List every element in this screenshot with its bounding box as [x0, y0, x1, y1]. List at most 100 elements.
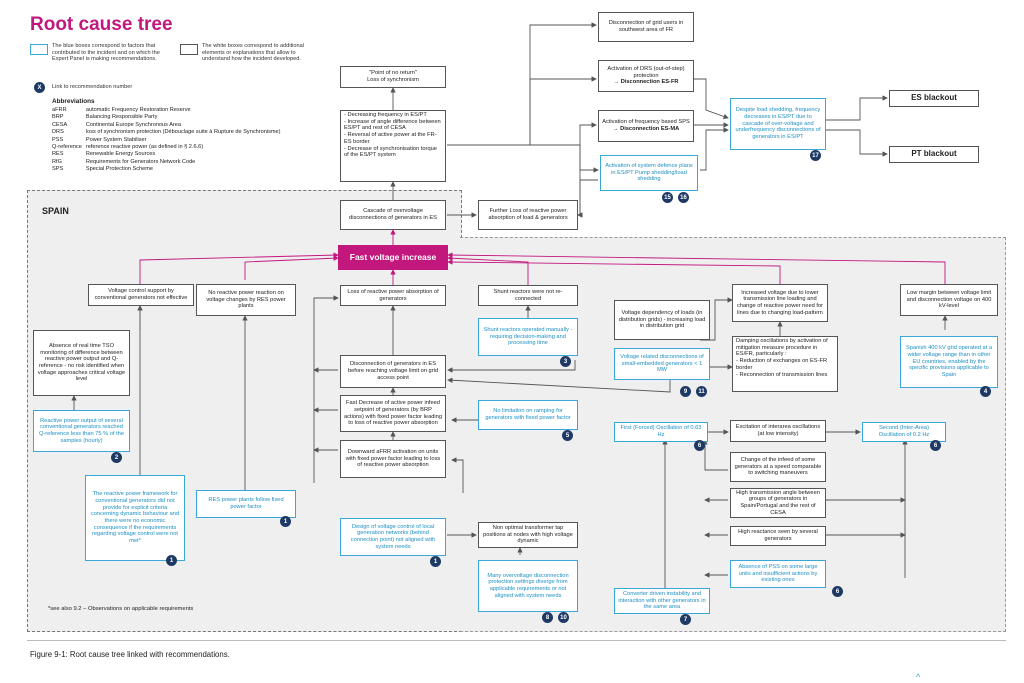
legend-white-text: The white boxes correspond to additional…: [202, 43, 304, 63]
abbreviation-row: PSS Power System Stabiliser: [52, 137, 285, 144]
node-despite-load-shedding: Despite load shedding, frequency decreas…: [730, 98, 826, 150]
abbreviation-value: Renewable Energy Sources: [85, 151, 156, 158]
figure-caption: Figure 9-1: Root cause tree linked with …: [30, 650, 230, 659]
badge-rec: 3: [560, 356, 571, 367]
abbreviation-key: RfG: [52, 158, 62, 165]
node-many-overvoltage: Many overvoltage disconnection protectio…: [478, 560, 578, 612]
node-low-margin: Low margin between voltage limit and dis…: [900, 284, 998, 316]
abbreviation-row: BRP Balancing Responsible Party: [52, 114, 285, 121]
abbreviation-value: Continental Europe Synchronous Area: [85, 121, 182, 128]
node-fast-voltage-increase: Fast voltage increase: [338, 245, 448, 270]
badge-rec: 6: [832, 586, 843, 597]
footnote: *see also 9.2 – Observations on applicab…: [48, 606, 194, 612]
node-absence-monitoring: Absence of real time TSO monitoring of d…: [33, 330, 130, 396]
node-defence-plans: Activation of system defence plans in ES…: [600, 155, 698, 191]
page-title: Root cause tree: [30, 14, 173, 35]
abbreviations-heading: Abbreviations: [52, 98, 95, 105]
cause-line: - Increase of angle difference between E…: [344, 118, 441, 132]
node-no-limitation-ramping: No limitation on ramping for generators …: [478, 400, 578, 430]
abbreviation-value: Balancing Responsible Party: [85, 114, 158, 121]
node-converter-instability: Converter driven instability and interac…: [614, 588, 710, 614]
abbreviation-row: RES Renewable Energy Sources: [52, 151, 285, 158]
node-point-of-no-return-title: "Point of no return": [369, 70, 417, 77]
abbreviation-key: Q-reference: [52, 144, 82, 151]
abbreviation-row: CESA Continental Europe Synchronous Area: [52, 122, 285, 129]
node-change-infeed: Change of the infeed of some generators …: [730, 452, 826, 482]
abbreviation-value: automatic Frequency Restoration Reserve: [85, 107, 191, 113]
node-loss-reactive-absorption: Loss of reactive power absorption of gen…: [340, 285, 446, 306]
node-downward-afrr: Downward aFRR activation on units with f…: [340, 440, 446, 478]
abbreviation-key: BRP: [52, 114, 64, 121]
node-increased-voltage-lower-loading: Increased voltage due to lower transmiss…: [732, 284, 828, 322]
caption-divider: [27, 640, 1006, 641]
legend-blue-swatch: [30, 44, 48, 55]
abbreviations-table: aFRR automatic Frequency Restoration Rese…: [52, 107, 285, 174]
badge-rec: 2: [111, 452, 122, 463]
node-reactive-output-75: Reactive power output of several convent…: [33, 410, 130, 452]
node-voltage-control-support: Voltage control support by conventional …: [88, 284, 194, 306]
abbreviation-key: RES: [52, 151, 64, 158]
badge-rec: 17: [810, 150, 821, 161]
badge-rec: 8: [542, 612, 553, 623]
cause-line: - Decreasing frequency in ES/PT: [344, 112, 427, 118]
legend-badge-icon: X: [34, 82, 45, 93]
abbreviation-value: Power System Stabiliser: [85, 136, 147, 143]
node-shunt-manual: Shunt reactors operated manually - requi…: [478, 318, 578, 356]
badge-rec: 5: [562, 430, 573, 441]
node-sps-result: → Disconnection ES-MA: [612, 126, 680, 132]
node-second-oscillation: Second (Inter-Area) Oscillation of 0.2 H…: [862, 422, 946, 442]
cause-line: - Decrease of synchronisation torque of …: [344, 145, 437, 159]
node-cascade-overvoltage: Cascade of overvoltage disconnections of…: [340, 200, 446, 230]
node-synchronism-causes: - Decreasing frequency in ES/PT - Increa…: [340, 110, 446, 182]
node-further-loss: Further Loss of reactive power absorptio…: [478, 200, 578, 230]
badge-rec: 1: [166, 555, 177, 566]
abbreviation-key: aFRR: [52, 107, 67, 113]
node-point-of-no-return-sub: Loss of synchronism: [367, 77, 419, 83]
node-sps-activation: Activation of frequency based SPS → Disc…: [598, 110, 694, 142]
abbreviation-key: CESA: [52, 121, 68, 128]
badge-rec: 6: [694, 440, 705, 451]
node-es-blackout: ES blackout: [889, 90, 979, 107]
node-shunt-not-reconnected: Shunt reactors were not re-connected: [478, 285, 578, 306]
node-sps-title: Activation of frequency based SPS: [602, 119, 690, 126]
abbreviation-value: Requirements for Generators Network Code: [85, 158, 196, 165]
node-drs-title: Activation of DRS (out-of-step) protecti…: [607, 65, 685, 79]
abbreviation-key: SPS: [52, 166, 64, 173]
damping-line: - Reconnection of transmission lines: [736, 371, 828, 378]
cause-line: - Reversal of active power at the FR-ES …: [344, 132, 437, 145]
node-high-reactance: High reactance seen by several generator…: [730, 526, 826, 546]
spain-region-label: SPAIN: [42, 206, 69, 216]
badge-rec: 10: [558, 612, 569, 623]
node-voltage-related-small: Voltage related disconnections of small-…: [614, 348, 710, 380]
abbreviation-key: PSS: [52, 136, 64, 143]
node-point-of-no-return: "Point of no return" Loss of synchronism: [340, 66, 446, 88]
badge-rec: 15: [662, 192, 673, 203]
node-fast-decrease-active: Fast Decrease of active power infeed set…: [340, 395, 446, 432]
badge-rec: 6: [930, 440, 941, 451]
node-damping-oscillations: Damping oscillations by activation of mi…: [732, 336, 838, 392]
abbreviation-key: DRS: [52, 129, 64, 136]
badge-rec: 11: [696, 386, 707, 397]
badge-rec: 1: [280, 516, 291, 527]
node-res-fixed-pf: RES power plants follow fixed power fact…: [196, 490, 296, 518]
legend-white-swatch: [180, 44, 198, 55]
node-no-reactive-res: No reactive power reaction on voltage ch…: [196, 284, 296, 316]
node-drs-activation: Activation of DRS (out-of-step) protecti…: [598, 60, 694, 92]
damping-line: Damping oscillations by activation of mi…: [736, 338, 828, 358]
node-non-optimal-tap: Non optimal transformer tap positions at…: [478, 522, 578, 548]
badge-rec: 16: [678, 192, 689, 203]
damping-line: - Reduction of exchanges on ES-FR border: [736, 358, 828, 371]
badge-rec: 7: [680, 614, 691, 625]
badge-rec: 4: [980, 386, 991, 397]
badge-rec: 9: [680, 386, 691, 397]
node-pt-blackout: PT blackout: [889, 146, 979, 163]
node-design-local-gen: Design of voltage control of local gener…: [340, 518, 446, 556]
node-excitation-interarea: Excitation of interarea oscillations (at…: [730, 420, 826, 442]
abbreviation-row: aFRR automatic Frequency Restoration Rese…: [52, 107, 285, 114]
node-disconnection-before-limit: Disconnection of generators in ES before…: [340, 355, 446, 388]
node-voltage-dependency-loads: Voltage dependency of loads (in distribu…: [614, 300, 710, 340]
node-high-angle: High transmission angle between groups o…: [730, 488, 826, 518]
